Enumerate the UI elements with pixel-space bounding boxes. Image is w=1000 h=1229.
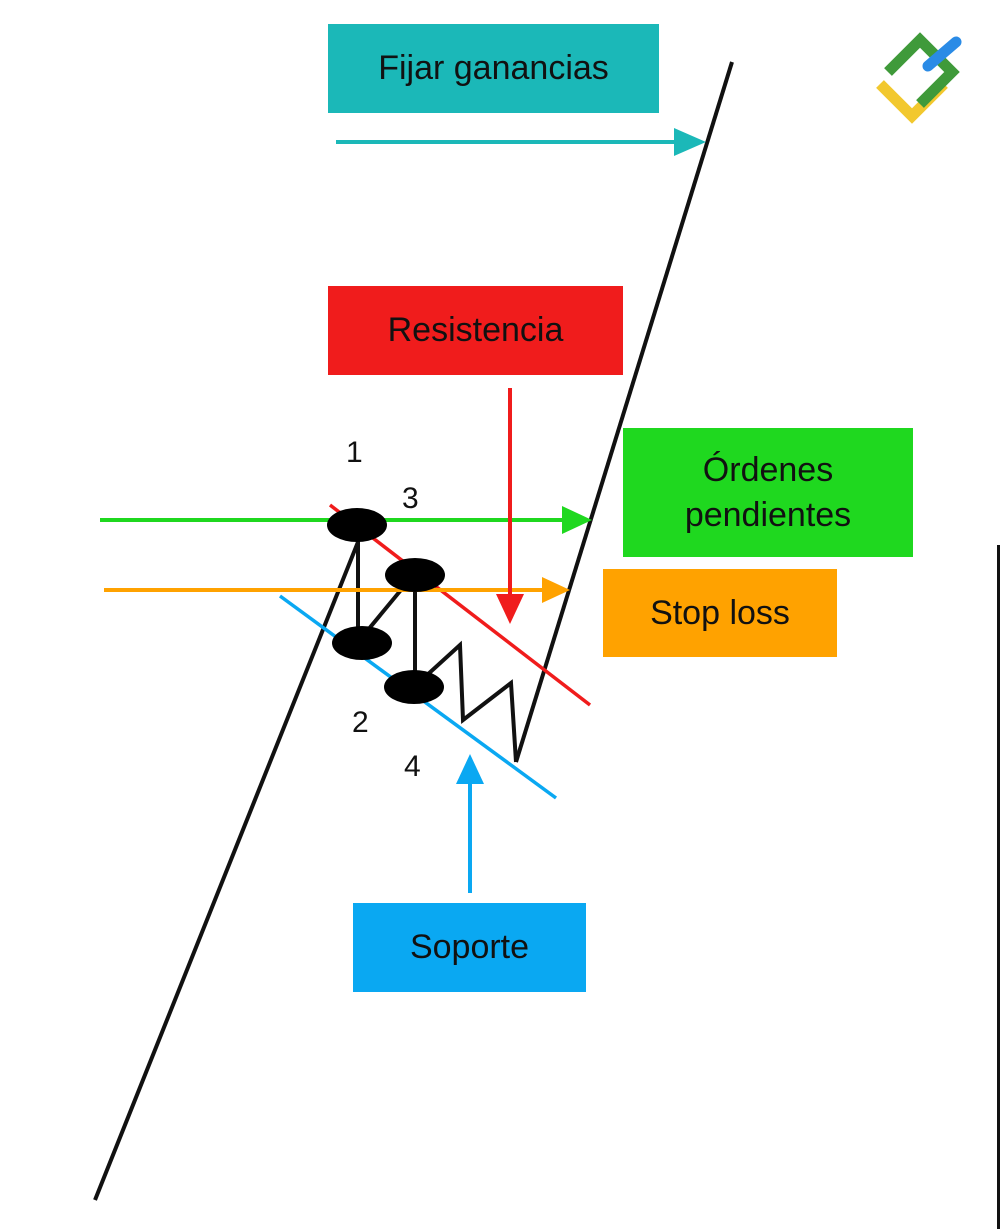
pivot-point-1 [327, 508, 387, 542]
take-profit-arrowhead [674, 128, 706, 156]
main-trend-line [93, 541, 360, 1201]
stop-loss-arrowhead [542, 577, 570, 603]
right-edge-border [997, 545, 1000, 1229]
breakout-line [514, 61, 734, 763]
resistance-text: Resistencia [387, 311, 564, 350]
stop-loss-label: Stop loss [603, 569, 837, 657]
point-number-2: 2 [352, 706, 369, 739]
brand-logo-icon [876, 32, 962, 124]
support-arrowhead [456, 754, 484, 784]
pending-orders-arrowhead [562, 506, 592, 534]
take-profit-label: Fijar ganancias [328, 24, 659, 113]
pending-orders-text: Órdenes pendientes [684, 451, 852, 534]
support-label: Soporte [353, 903, 586, 992]
resistance-arrowhead [496, 594, 524, 624]
point-number-1: 1 [346, 436, 363, 469]
point-number-3: 3 [402, 482, 419, 515]
take-profit-text: Fijar ganancias [378, 49, 609, 88]
pending-orders-label: Órdenes pendientes [623, 428, 913, 557]
stop-loss-text: Stop loss [650, 593, 790, 632]
pivot-point-4 [384, 670, 444, 704]
pivot-point-3 [385, 558, 445, 592]
resistance-label: Resistencia [328, 286, 623, 375]
point-number-4: 4 [404, 750, 421, 783]
support-text: Soporte [409, 928, 530, 967]
pivot-point-2 [332, 626, 392, 660]
